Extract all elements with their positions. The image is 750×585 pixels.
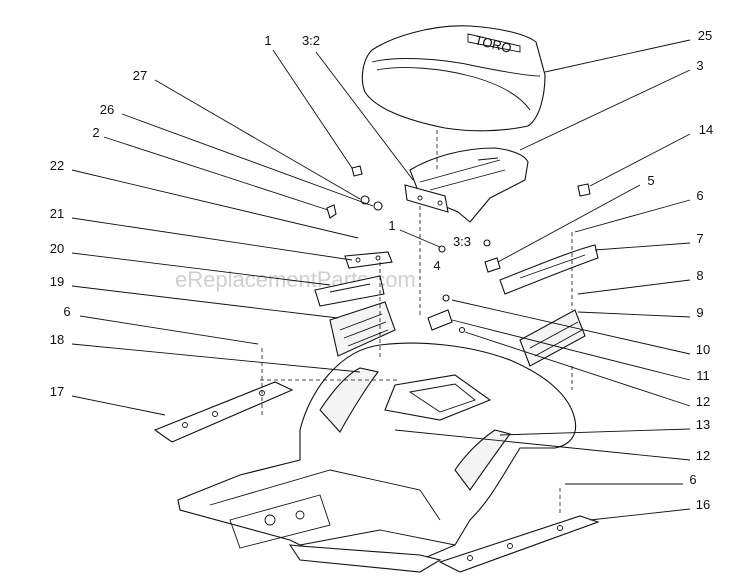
fender-body [177, 342, 577, 573]
callout-c6a: 6 [696, 188, 703, 203]
callout-c10: 10 [696, 342, 710, 357]
callout-c6c: 6 [63, 304, 70, 319]
callout-c16: 16 [696, 497, 710, 512]
left-plate-19 [329, 301, 396, 357]
left-plate-20 [314, 275, 385, 307]
callout-c22: 22 [50, 158, 64, 173]
callout-c1b: 1 [388, 218, 395, 233]
running-board-right [438, 515, 600, 573]
bracket [427, 294, 466, 334]
callout-c2: 2 [92, 125, 99, 140]
callout-c12a: 12 [696, 394, 710, 409]
callout-c8: 8 [696, 268, 703, 283]
callout-c20: 20 [50, 241, 64, 256]
seat-cushion: TORO [361, 25, 546, 132]
callout-c3_3: 3:3 [453, 234, 471, 249]
callout-c5: 5 [647, 173, 654, 188]
callout-c7: 7 [696, 231, 703, 246]
callout-c12b: 12 [696, 448, 710, 463]
left-plate-21 [344, 251, 393, 269]
callout-c4: 4 [433, 258, 440, 273]
callout-c6b: 6 [689, 472, 696, 487]
callout-c1a: 1 [264, 33, 271, 48]
callout-c27: 27 [133, 68, 147, 83]
running-board-left [153, 381, 294, 443]
callout-c25: 25 [698, 28, 712, 43]
right-plate-7 [499, 244, 599, 295]
callout-c3_2: 3:2 [302, 33, 320, 48]
callout-c18: 18 [50, 332, 64, 347]
callout-c19: 19 [50, 274, 64, 289]
callout-c9: 9 [696, 305, 703, 320]
callout-c21: 21 [50, 206, 64, 221]
callout-c13: 13 [696, 417, 710, 432]
callout-c14: 14 [699, 122, 713, 137]
leader-lines [71, 39, 691, 521]
assembly-lines [260, 130, 573, 515]
right-plate-8 [519, 309, 586, 367]
callout-c11: 11 [696, 368, 710, 383]
callout-c3: 3 [696, 58, 703, 73]
callout-c17: 17 [50, 384, 64, 399]
seat-pan [404, 147, 529, 223]
callout-c26: 26 [100, 102, 114, 117]
